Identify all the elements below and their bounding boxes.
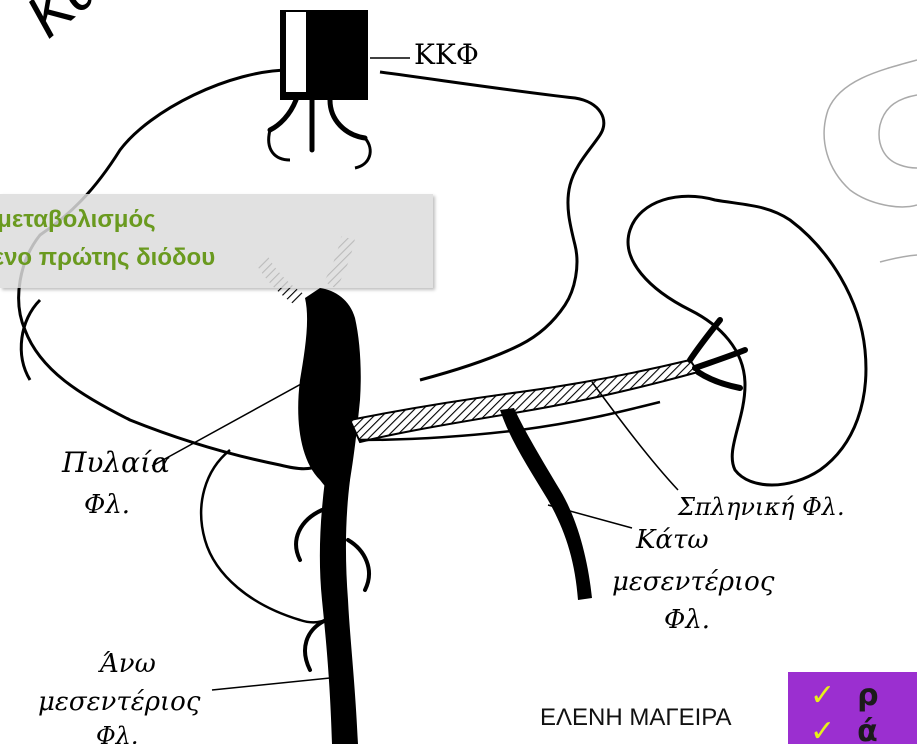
author-name: ΕΛΕΝΗ ΜΑΓΕΙΡΑ	[540, 704, 732, 732]
superior-mesenteric-label-3: Φλ.	[96, 722, 139, 744]
checkmark-icon: ✓	[810, 678, 835, 713]
corner-title: Κα	[13, 0, 114, 50]
purple-note-text-1: ρ	[857, 678, 878, 713]
portal-vein-label-abbr: Φλ.	[84, 490, 130, 520]
ivc-vessel	[269, 10, 371, 168]
inferior-mesenteric-label-1: Κάτω	[635, 525, 709, 555]
purple-note-box: ✓ρ ✓ά	[788, 672, 917, 744]
inferior-mesenteric-label-2: μεσεντέριος	[612, 567, 775, 597]
portal-vein	[298, 288, 361, 495]
portal-vein-label: Πυλαία	[61, 446, 170, 479]
inferior-mesenteric-vein	[500, 408, 592, 600]
callout-box: ς μεταβολισμός μενο πρώτης διόδου	[0, 194, 433, 288]
inferior-mesenteric-label-3: Φλ.	[664, 605, 710, 635]
purple-note-row-2: ✓ά	[810, 714, 878, 744]
callout-line-2: μενο πρώτης διόδου	[0, 244, 215, 272]
superior-mesenteric-label-2: μεσεντέριος	[38, 687, 201, 717]
splenic-vein-label: Σπληνική Φλ.	[677, 493, 845, 521]
pancreas-outline	[201, 402, 660, 622]
superior-mesenteric-vein	[320, 480, 358, 744]
purple-note-text-2: ά	[857, 714, 878, 744]
ivc-label: ΚΚΦ	[414, 38, 479, 71]
checkmark-icon: ✓	[810, 714, 835, 744]
purple-note-row-1: ✓ρ	[810, 678, 879, 713]
spleen-outline	[628, 196, 866, 485]
callout-line-1: ς μεταβολισμός	[0, 206, 156, 234]
stomach-outline	[824, 60, 917, 262]
superior-mesenteric-label-1: Άνω	[98, 649, 156, 679]
